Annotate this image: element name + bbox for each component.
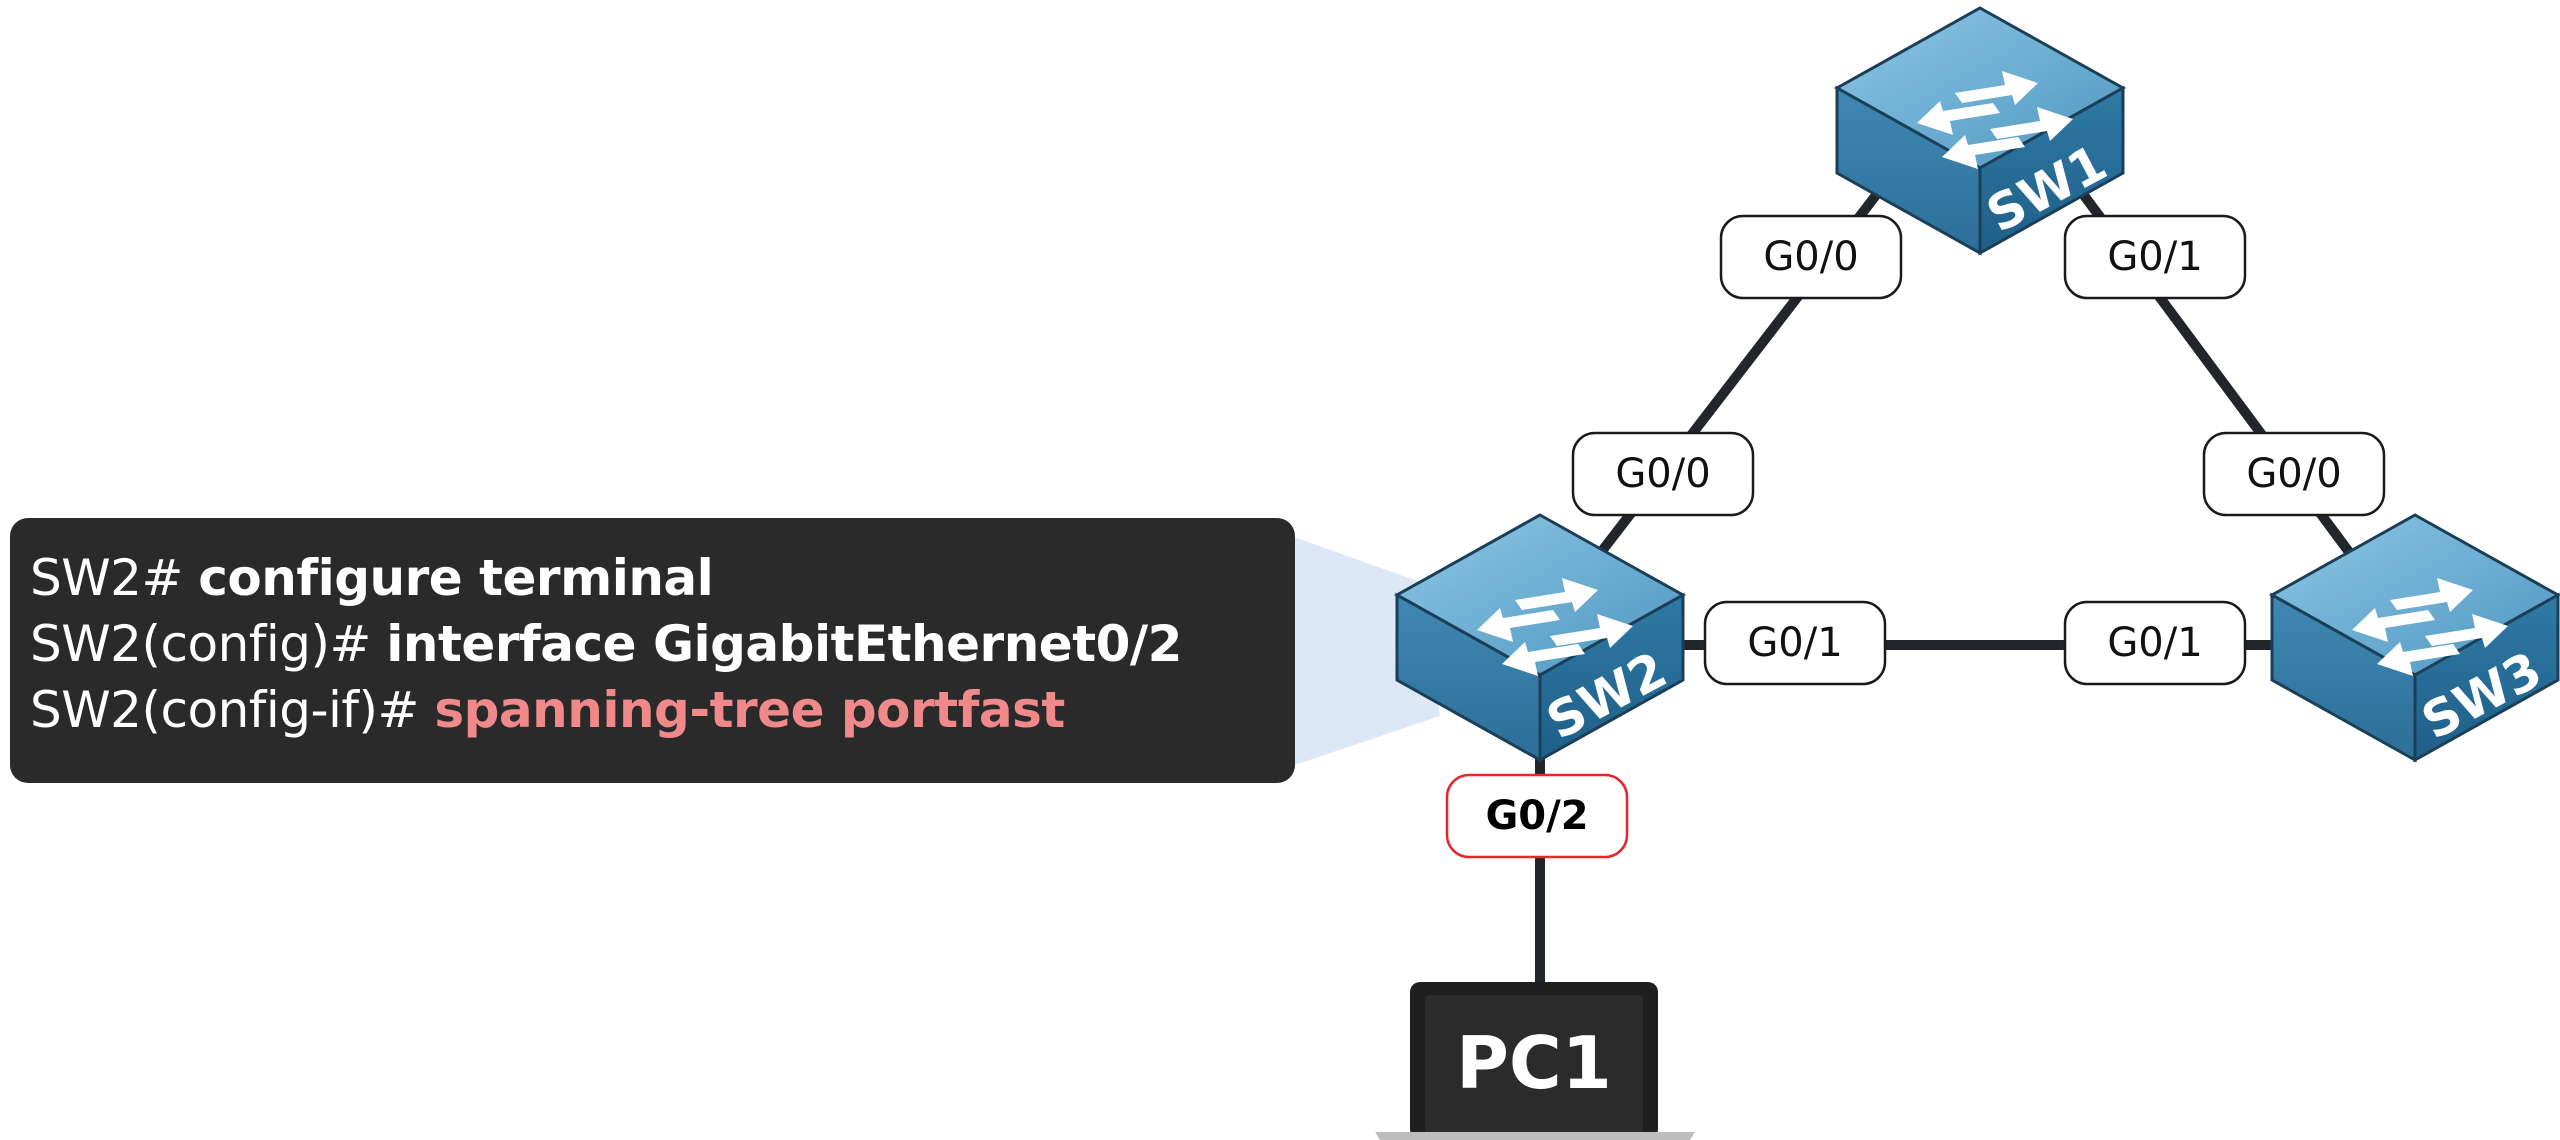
cli-line-2: SW2(config)# interface GigabitEthernet0/…	[30, 614, 1182, 674]
port-box-sw1-g01	[2063, 214, 2247, 300]
switch-sw2: SW2	[1393, 513, 1687, 763]
laptop-pc1: PC1	[1375, 982, 1695, 1140]
port-box-sw2-g02	[1445, 773, 1629, 859]
cli-line-3: SW2(config-if)# spanning-tree portfast	[30, 680, 1065, 740]
cli-command-3: spanning-tree portfast	[434, 681, 1065, 739]
cli-command-2: interface GigabitEthernet0/2	[386, 615, 1182, 673]
cli-callout-wedge	[1280, 532, 1440, 770]
port-box-sw1-g00	[1719, 214, 1903, 300]
cli-prompt-2: SW2(config)#	[30, 615, 387, 673]
cli-command-1: configure terminal	[198, 549, 714, 607]
cli-box	[10, 518, 1295, 783]
cli-line-1: SW2# configure terminal	[30, 548, 714, 608]
port-box-sw2-g00	[1571, 431, 1755, 517]
port-boxes	[1445, 214, 2386, 859]
cli-prompt-3: SW2(config-if)#	[30, 681, 435, 739]
cli-prompt-1: SW2#	[30, 549, 199, 607]
port-box-sw3-g00	[2202, 431, 2386, 517]
port-box-sw2-g01	[1703, 600, 1887, 686]
switch-sw1: SW1	[1833, 6, 2127, 256]
pc1-label: PC1	[1456, 1021, 1612, 1105]
port-box-sw3-g01	[2063, 600, 2247, 686]
switch-sw3: SW3	[2268, 513, 2560, 763]
